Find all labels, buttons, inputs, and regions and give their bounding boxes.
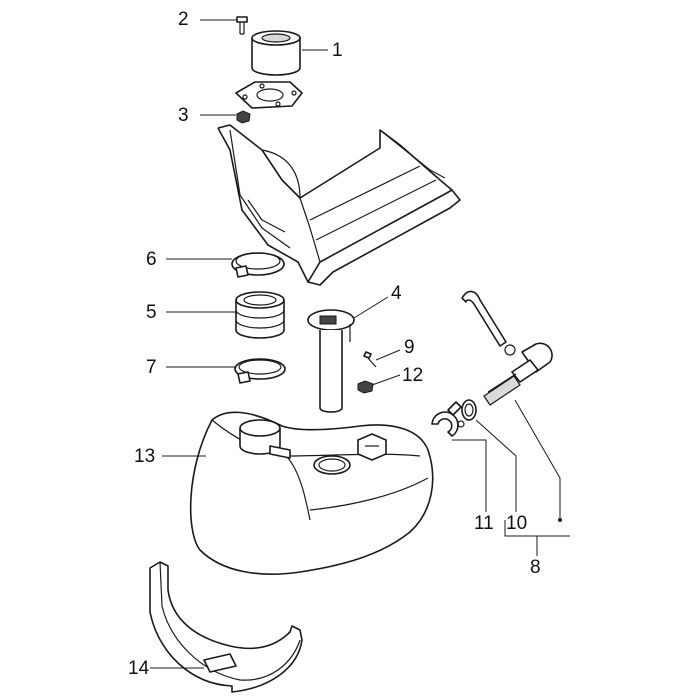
support-frame[interactable] <box>217 124 461 286</box>
callout-10[interactable]: 10 <box>506 513 528 534</box>
leader-lines <box>150 19 570 669</box>
part-13-fuel-tank[interactable] <box>189 411 434 575</box>
callout-4[interactable]: 4 <box>391 283 402 304</box>
callout-6[interactable]: 6 <box>146 249 157 270</box>
vent-hose[interactable] <box>461 290 516 356</box>
part-4-fuel-sender[interactable] <box>307 309 355 413</box>
callout-11[interactable]: 11 <box>474 513 494 534</box>
callout-13[interactable]: 13 <box>134 446 156 467</box>
callout-3[interactable]: 3 <box>178 105 189 126</box>
part-1-filter[interactable] <box>251 30 301 76</box>
part-7-hose-clamp[interactable] <box>234 358 286 384</box>
callout-1[interactable]: 1 <box>332 40 343 61</box>
part-11-hose-clamp[interactable] <box>431 401 465 437</box>
part-5-rubber-sleeve[interactable] <box>235 291 285 339</box>
callout-5[interactable]: 5 <box>146 302 157 323</box>
part-8-fuel-tap[interactable] <box>483 342 553 406</box>
part-3-clip-nut[interactable] <box>236 110 251 124</box>
part-6-hose-clamp[interactable] <box>231 252 285 278</box>
part-10-o-ring[interactable] <box>461 399 477 421</box>
callout-2[interactable]: 2 <box>178 9 189 30</box>
callout-12[interactable]: 12 <box>402 365 424 386</box>
part-12-clip-nut[interactable] <box>357 380 374 394</box>
callout-7[interactable]: 7 <box>146 357 157 378</box>
callout-8[interactable]: 8 <box>530 557 541 578</box>
callout-9[interactable]: 9 <box>404 337 415 358</box>
callout-14[interactable]: 14 <box>128 658 150 679</box>
part-14-tank-strap[interactable] <box>149 561 303 693</box>
part-1-gasket-plate[interactable] <box>235 81 303 109</box>
part-2-screw[interactable] <box>236 16 248 35</box>
part-9-screw[interactable] <box>363 351 377 368</box>
